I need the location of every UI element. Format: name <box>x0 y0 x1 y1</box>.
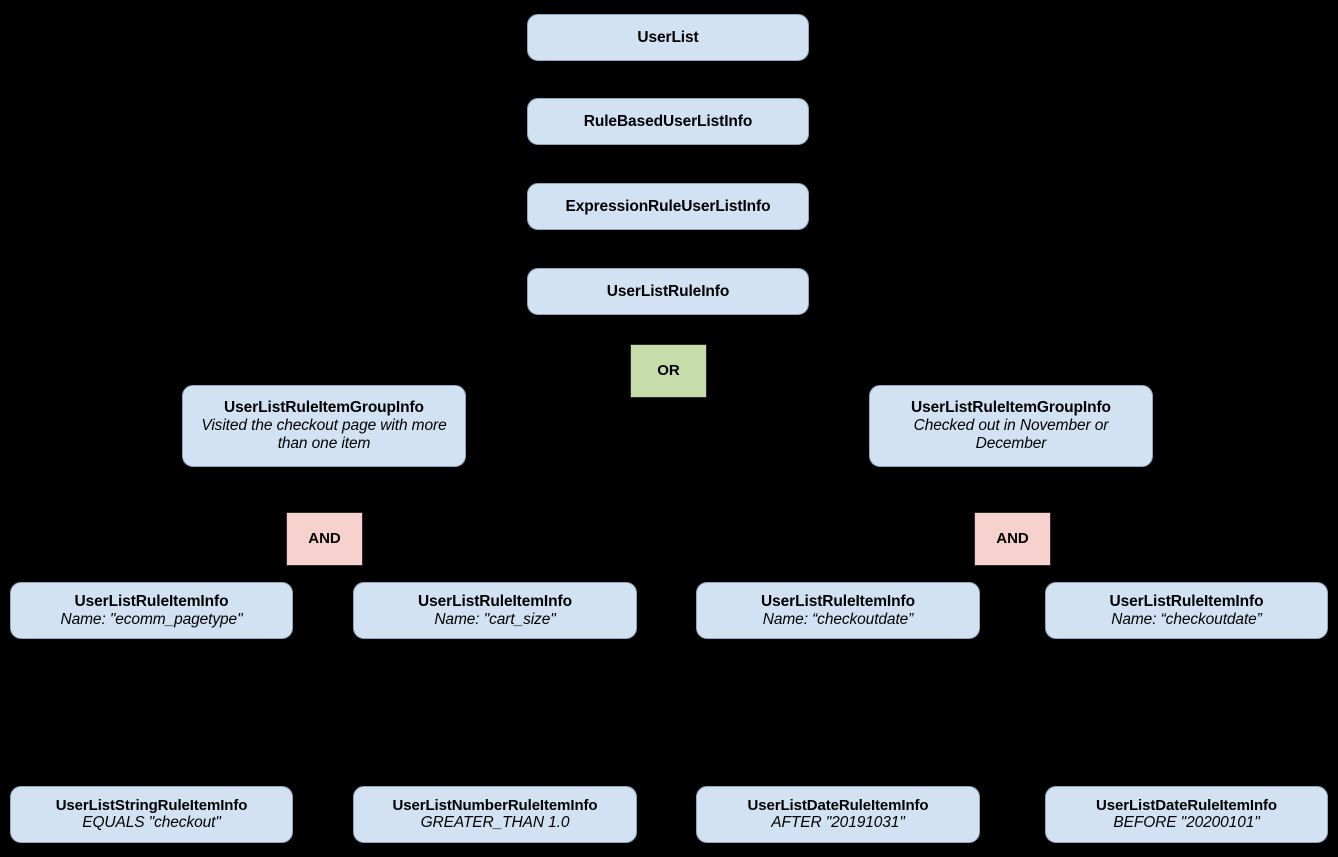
node-title: RuleBasedUserListInfo <box>583 112 753 130</box>
operator-label: AND <box>308 530 341 548</box>
node-subtitle: AFTER "20191031" <box>771 814 905 832</box>
node-rule-item-4[interactable]: UserListRuleItemInfo Name: “checkoutdate… <box>1045 582 1328 639</box>
operator-and-right[interactable]: AND <box>974 512 1051 566</box>
node-title: UserList <box>637 28 699 46</box>
node-rule-item-2[interactable]: UserListRuleItemInfo Name: "cart_size" <box>353 582 637 639</box>
node-title: UserListDateRuleItemInfo <box>747 796 929 814</box>
operator-label: AND <box>996 530 1029 548</box>
node-leaf-3[interactable]: UserListDateRuleItemInfo AFTER "20191031… <box>696 786 980 843</box>
node-rule-item-3[interactable]: UserListRuleItemInfo Name: “checkoutdate… <box>696 582 980 639</box>
node-title: UserListRuleInfo <box>606 282 730 300</box>
node-subtitle: Name: “checkoutdate” <box>762 610 914 628</box>
operator-and-left[interactable]: AND <box>286 512 363 566</box>
node-subtitle: Name: “checkoutdate” <box>1111 610 1262 628</box>
node-group-right[interactable]: UserListRuleItemGroupInfo Checked out in… <box>869 385 1153 467</box>
node-title: UserListRuleItemInfo <box>418 592 572 610</box>
node-subtitle: GREATER_THAN 1.0 <box>420 814 570 832</box>
node-leaf-1[interactable]: UserListStringRuleItemInfo EQUALS "check… <box>10 786 293 843</box>
operator-label: OR <box>657 362 680 380</box>
node-title: UserListRuleItemInfo <box>761 592 915 610</box>
node-rule-based-user-list-info[interactable]: RuleBasedUserListInfo <box>527 98 809 145</box>
node-subtitle: BEFORE "20200101" <box>1113 814 1260 832</box>
node-expression-rule-user-list-info[interactable]: ExpressionRuleUserListInfo <box>527 183 809 230</box>
node-title: UserListRuleItemInfo <box>1109 592 1264 610</box>
node-user-list-rule-info[interactable]: UserListRuleInfo <box>527 268 809 315</box>
node-rule-item-1[interactable]: UserListRuleItemInfo Name: "ecomm_pagety… <box>10 582 293 639</box>
node-title: UserListRuleItemInfo <box>74 592 229 610</box>
node-user-list[interactable]: UserList <box>527 14 809 61</box>
node-subtitle: Name: "ecomm_pagetype" <box>60 610 243 628</box>
node-title: ExpressionRuleUserListInfo <box>565 197 771 215</box>
node-subtitle: Checked out in November or December <box>913 417 1109 452</box>
node-title: UserListNumberRuleItemInfo <box>392 796 598 814</box>
node-title: UserListRuleItemGroupInfo <box>911 399 1111 417</box>
node-subtitle: EQUALS "checkout" <box>82 814 221 832</box>
node-title: UserListRuleItemGroupInfo <box>224 399 424 417</box>
node-subtitle: Visited the checkout page with more than… <box>201 417 447 452</box>
node-title: UserListStringRuleItemInfo <box>55 796 248 814</box>
node-group-left[interactable]: UserListRuleItemGroupInfo Visited the ch… <box>182 385 466 467</box>
operator-or[interactable]: OR <box>630 344 707 398</box>
node-title: UserListDateRuleItemInfo <box>1096 796 1277 814</box>
node-leaf-4[interactable]: UserListDateRuleItemInfo BEFORE "2020010… <box>1045 786 1328 843</box>
node-leaf-2[interactable]: UserListNumberRuleItemInfo GREATER_THAN … <box>353 786 637 843</box>
node-subtitle: Name: "cart_size" <box>434 610 556 628</box>
